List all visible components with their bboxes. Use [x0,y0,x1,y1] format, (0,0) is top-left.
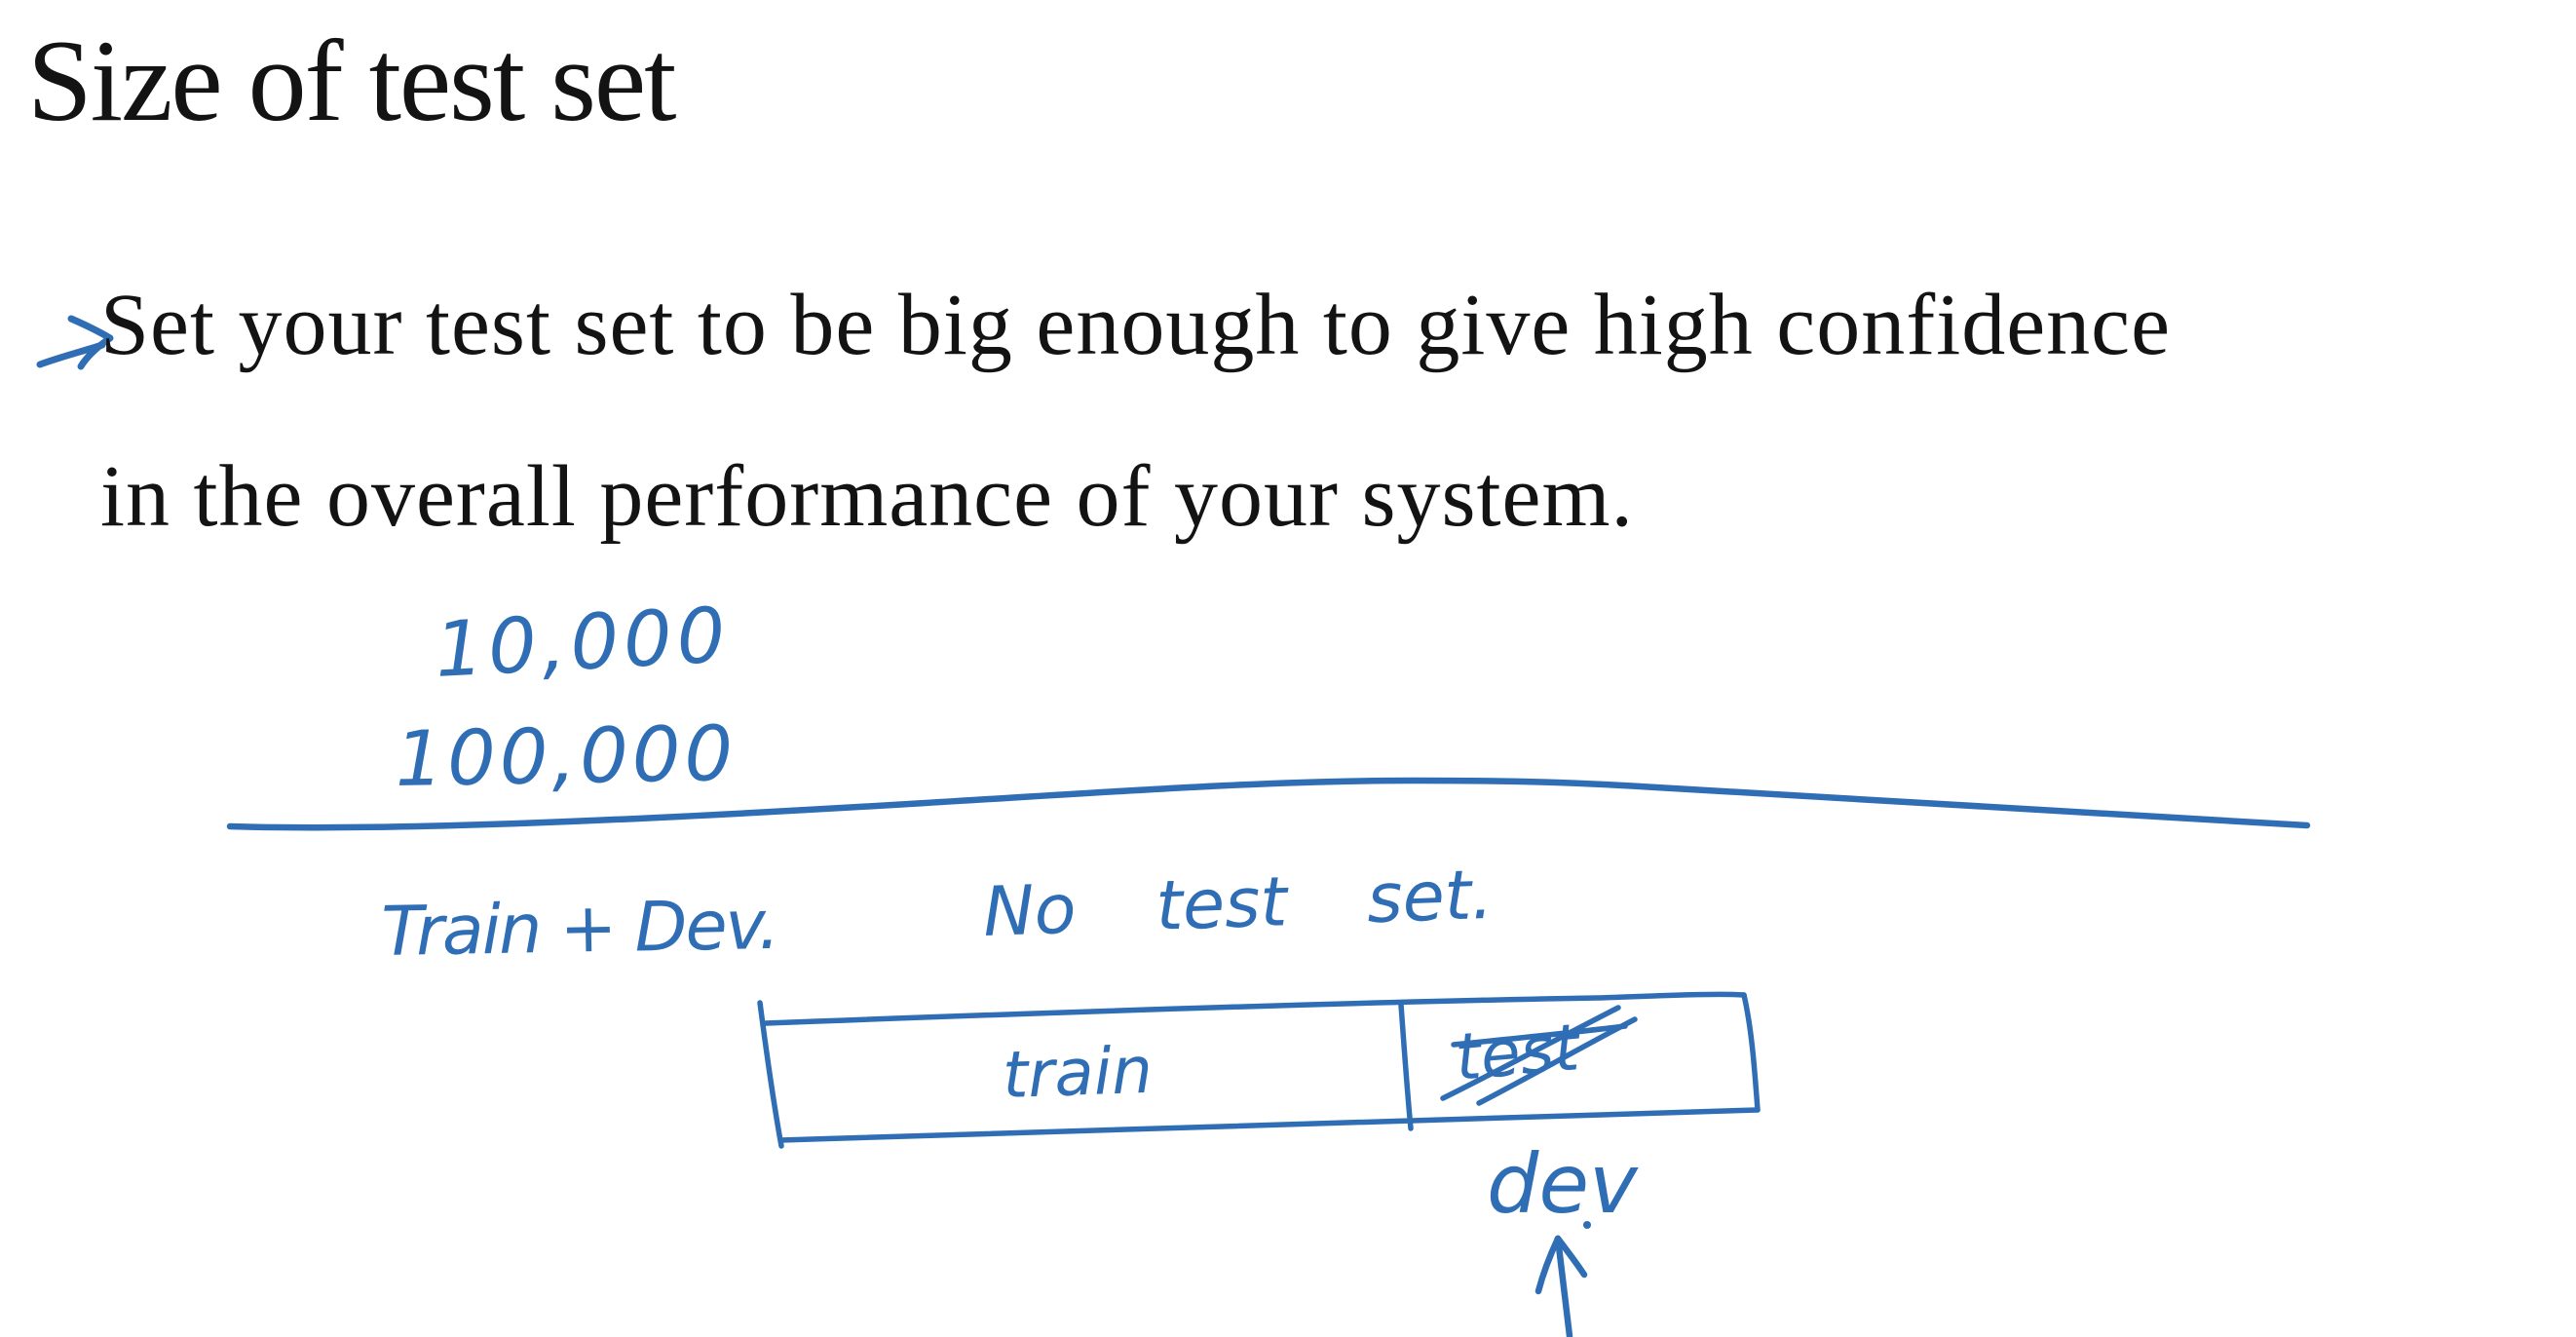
train-cell-label: train [1002,1033,1154,1113]
no-test-set-label: No test set. [982,855,1495,952]
up-arrow-icon [1534,1235,1588,1337]
train-test-split-box [757,991,1761,1149]
box-bottom-edge [778,1107,1761,1143]
box-left-edge [757,1000,784,1149]
box-right-edge [1741,992,1761,1113]
wavy-separator-line [226,777,2311,831]
ink-dot [1583,1221,1591,1229]
bullet-arrow-icon [36,315,114,370]
handwritten-size-100000: 100,000 [395,710,738,804]
box-top-edge [763,991,1747,1026]
train-dev-label: Train + Dev. [381,885,778,972]
page-title: Size of test set [27,16,677,145]
dev-label: dev [1487,1136,1639,1232]
handwritten-size-10000: 10,000 [433,592,732,695]
bullet-text-line-1: Set your test set to be big enough to gi… [100,277,2172,373]
box-divider-line [1398,1002,1414,1131]
bullet-text-line-2: in the overall performance of your syste… [100,448,1634,545]
test-strikethrough [1440,1005,1638,1106]
